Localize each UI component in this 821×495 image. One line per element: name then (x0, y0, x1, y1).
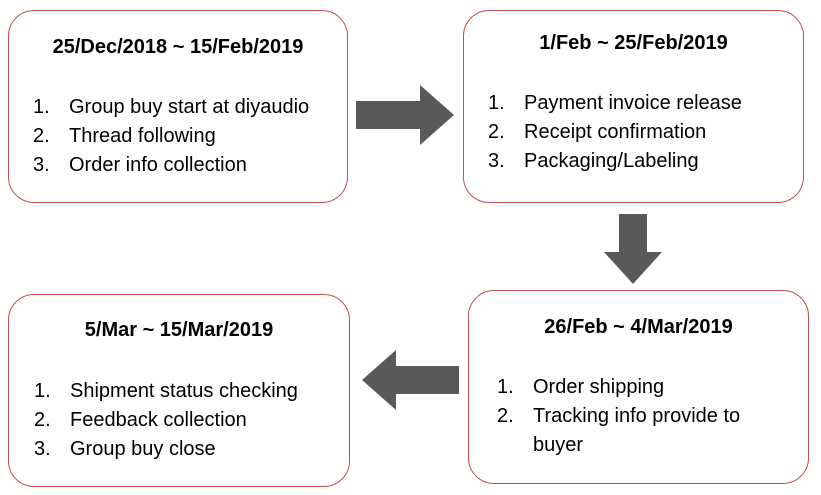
stage-1-date-range: 25/Dec/2018 ~ 15/Feb/2019 (52, 36, 304, 58)
step-text: Group buy start at diyaudio (69, 96, 310, 118)
step-text: Thread following (69, 125, 216, 147)
stage-box-3: 26/Feb ~ 4/Mar/2019 1. Order shipping 2.… (468, 290, 809, 484)
step-number: 3. (33, 154, 50, 176)
step-text: Shipment status checking (70, 380, 298, 402)
list-item: 1. Payment invoice release (488, 89, 742, 118)
list-item: 2. Thread following (33, 122, 309, 151)
step-number: 2. (34, 409, 51, 431)
stage-2-date-range: 1/Feb ~ 25/Feb/2019 (539, 32, 728, 54)
list-item: 2. Receipt confirmation (488, 118, 742, 147)
step-number: 3. (488, 150, 505, 172)
arrow-left-shape (362, 350, 459, 410)
step-text: Receipt confirmation (524, 121, 707, 143)
stage-3-step-list: 1. Order shipping 2. Tracking info provi… (497, 373, 787, 460)
arrow-down-shape (604, 214, 662, 284)
step-number: 2. (497, 405, 514, 427)
arrow-left-icon (362, 350, 459, 410)
stage-4-step-list: 1. Shipment status checking 2. Feedback … (34, 377, 298, 464)
step-number: 1. (34, 380, 51, 402)
step-text: Tracking info provide to buyer (533, 405, 741, 456)
list-item: 2. Tracking info provide to buyer (497, 402, 787, 460)
stage-2-step-list: 1. Payment invoice release 2. Receipt co… (488, 89, 742, 176)
step-text: Group buy close (70, 438, 216, 460)
step-number: 1. (497, 376, 514, 398)
list-item: 2. Feedback collection (34, 406, 298, 435)
list-item: 1. Order shipping (497, 373, 787, 402)
stage-box-2: 1/Feb ~ 25/Feb/2019 1. Payment invoice r… (463, 10, 804, 203)
arrow-right-icon (356, 85, 454, 145)
list-item: 3. Packaging/Labeling (488, 147, 742, 176)
arrow-right-shape (356, 85, 454, 145)
step-number: 1. (33, 96, 50, 118)
step-text: Order info collection (69, 154, 247, 176)
stage-box-4: 5/Mar ~ 15/Mar/2019 1. Shipment status c… (8, 294, 350, 487)
stage-4-date-range: 5/Mar ~ 15/Mar/2019 (84, 319, 274, 341)
step-text: Feedback collection (70, 409, 247, 431)
step-text: Order shipping (533, 376, 665, 398)
step-text: Payment invoice release (524, 92, 742, 114)
stage-3-date-range: 26/Feb ~ 4/Mar/2019 (544, 316, 733, 338)
list-item: 3. Order info collection (33, 151, 309, 180)
stage-1-step-list: 1. Group buy start at diyaudio 2. Thread… (33, 93, 309, 180)
list-item: 3. Group buy close (34, 435, 298, 464)
step-number: 1. (488, 92, 505, 114)
list-item: 1. Group buy start at diyaudio (33, 93, 309, 122)
stage-box-1: 25/Dec/2018 ~ 15/Feb/2019 1. Group buy s… (8, 10, 348, 203)
list-item: 1. Shipment status checking (34, 377, 298, 406)
step-text: Packaging/Labeling (524, 150, 699, 172)
step-number: 2. (33, 125, 50, 147)
step-number: 3. (34, 438, 51, 460)
step-number: 2. (488, 121, 505, 143)
arrow-down-icon (604, 214, 662, 284)
